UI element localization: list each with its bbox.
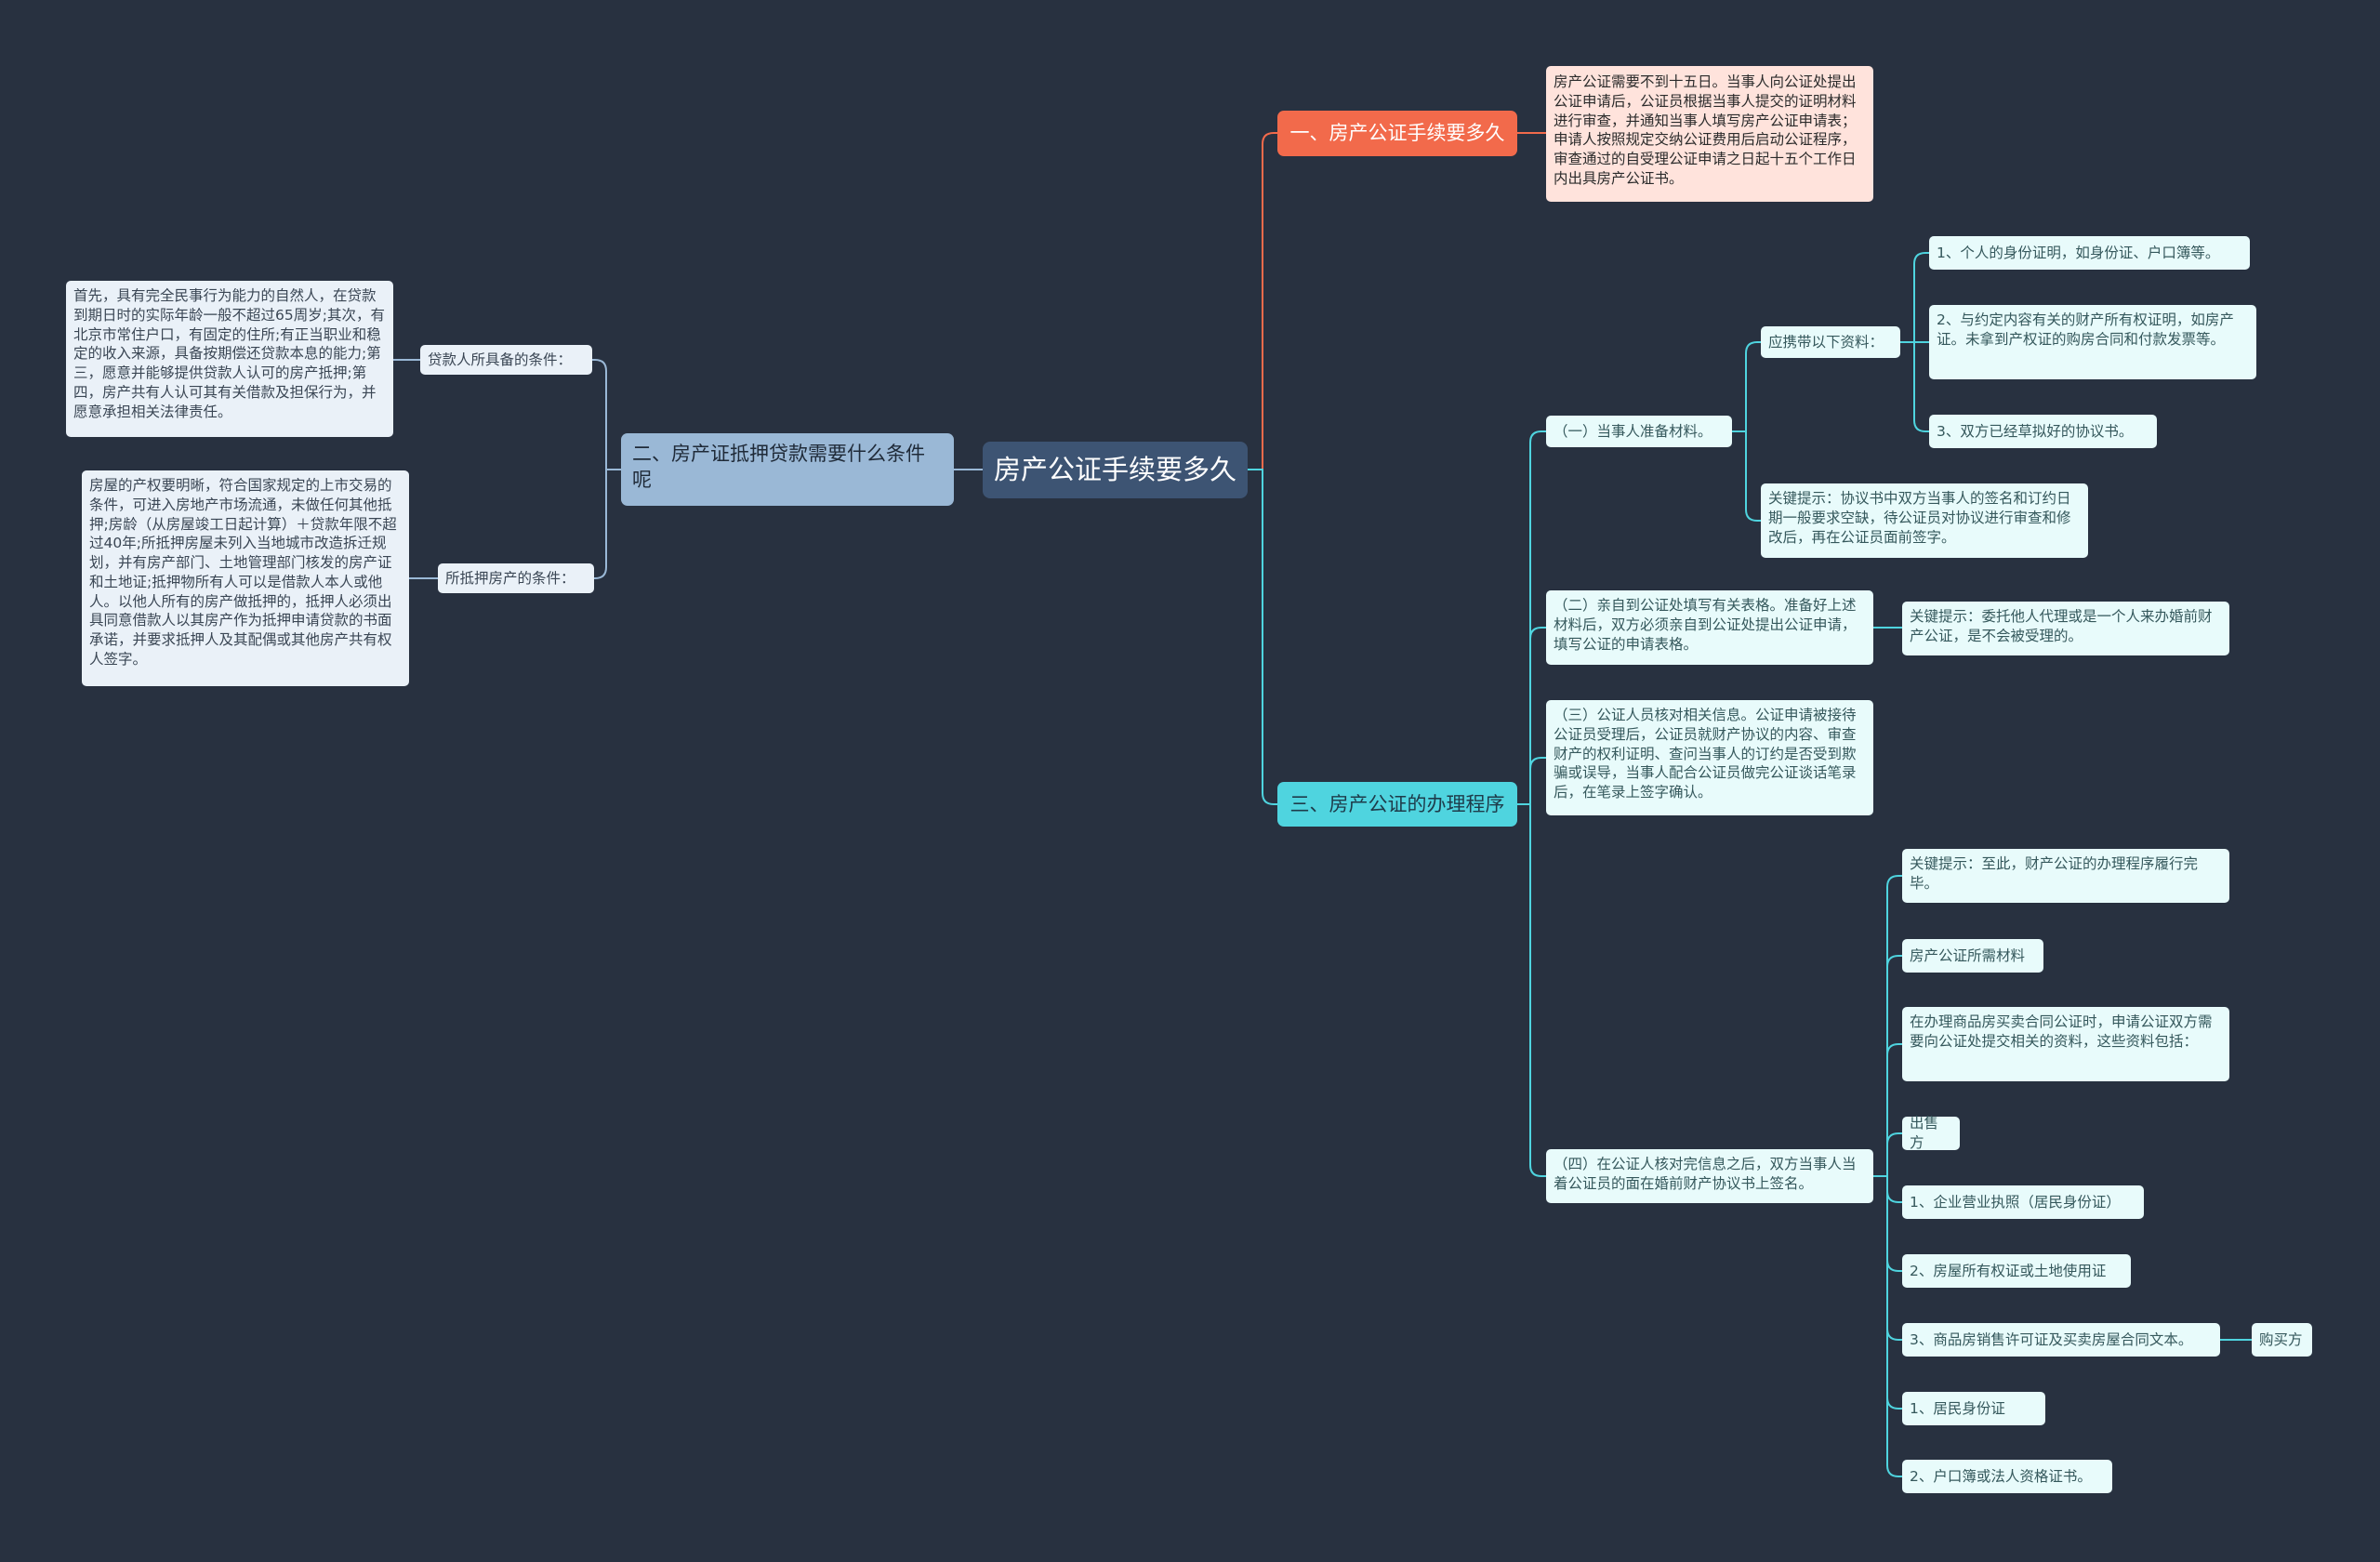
branch-procedure[interactable]: 三、房产公证的办理程序 bbox=[1277, 782, 1517, 827]
buyer-household-cert[interactable]: 2、户口簿或法人资格证书。 bbox=[1902, 1460, 2112, 1493]
required-materials[interactable]: 房产公证所需材料 bbox=[1902, 939, 2043, 973]
wire-step4 bbox=[1517, 803, 1546, 1177]
wire-step4-item-4 bbox=[1873, 1132, 1902, 1177]
branch-duration[interactable]: 一、房产公证手续要多久 bbox=[1277, 111, 1517, 156]
step4-sign-agreement[interactable]: （四）在公证人核对完信息之后，双方当事人当着公证员的面在婚前财产协议书上签名。 bbox=[1546, 1149, 1873, 1203]
step1-key-tip[interactable]: 关键提示：协议书中双方当事人的签名和订约日期一般要求空缺，待公证员对协议进行审查… bbox=[1761, 483, 2088, 558]
wire-step4-item-3 bbox=[1873, 1043, 1902, 1177]
seller-business-license[interactable]: 1、企业营业执照（居民身份证） bbox=[1902, 1185, 2144, 1219]
branch-duration-label: 一、房产公证手续要多久 bbox=[1289, 122, 1505, 145]
borrower-conditions-label[interactable]: 贷款人所具备的条件： bbox=[420, 345, 592, 375]
wire-root-branch1 bbox=[1248, 132, 1277, 470]
wire-branch2-property bbox=[594, 469, 621, 579]
wire-branch2-borrower bbox=[592, 359, 621, 470]
step2-key-tip[interactable]: 关键提示：委托他人代理或是一个人来办婚前财产公证，是不会被受理的。 bbox=[1902, 602, 2229, 655]
borrower-conditions-detail[interactable]: 首先，具有完全民事行为能力的自然人，在贷款到期日时的实际年龄一般不超过65周岁;… bbox=[66, 281, 393, 437]
branch-procedure-label: 三、房产公证的办理程序 bbox=[1289, 792, 1505, 815]
wire-root-branch3 bbox=[1248, 469, 1277, 805]
seller-sales-permit[interactable]: 3、商品房销售许可证及买卖房屋合同文本。 bbox=[1902, 1323, 2220, 1357]
property-conditions-detail[interactable]: 房屋的产权要明晰，符合国家规定的上市交易的条件，可进入房地产市场流通，未做任何其… bbox=[82, 470, 409, 686]
property-conditions-label[interactable]: 所抵押房产的条件： bbox=[438, 563, 594, 593]
step2-fill-forms[interactable]: （二）亲自到公证处填写有关表格。准备好上述材料后，双方必须亲自到公证处提出公证申… bbox=[1546, 590, 1873, 665]
step4-key-tip[interactable]: 关键提示：至此，财产公证的办理程序履行完毕。 bbox=[1902, 849, 2229, 903]
wire-step4-item-2 bbox=[1873, 955, 1902, 1177]
carry-item-agreement[interactable]: 3、双方已经草拟好的协议书。 bbox=[1929, 415, 2157, 448]
duration-note-text: 房产公证需要不到十五日。当事人向公证处提出公证申请后，公证员根据当事人提交的证明… bbox=[1554, 73, 1857, 187]
branch-mortgage-conditions[interactable]: 二、房产证抵押贷款需要什么条件呢 bbox=[621, 433, 954, 506]
root-topic-label: 房产公证手续要多久 bbox=[993, 454, 1236, 486]
carry-item-id[interactable]: 1、个人的身份证明，如身份证、户口簿等。 bbox=[1929, 236, 2250, 270]
wire-step1-tip bbox=[1732, 430, 1761, 522]
wire-carry-item1 bbox=[1900, 252, 1929, 343]
buyer-id-card[interactable]: 1、居民身份证 bbox=[1902, 1392, 2045, 1425]
duration-note[interactable]: 房产公证需要不到十五日。当事人向公证处提出公证申请后，公证员根据当事人提交的证明… bbox=[1546, 66, 1873, 202]
wire-step2 bbox=[1517, 627, 1546, 805]
wire-step1-carry bbox=[1732, 341, 1761, 432]
step3-verify-info[interactable]: （三）公证人员核对相关信息。公证申请被接待公证员受理后，公证员就财产协议的内容、… bbox=[1546, 700, 1873, 815]
wire-step4-item-9 bbox=[1873, 1175, 1902, 1477]
root-topic[interactable]: 房产公证手续要多久 bbox=[983, 442, 1248, 498]
wire-step3 bbox=[1517, 757, 1546, 805]
step1-prepare-materials[interactable]: （一）当事人准备材料。 bbox=[1546, 416, 1732, 447]
seller-ownership-cert[interactable]: 2、房屋所有权证或土地使用证 bbox=[1902, 1254, 2131, 1288]
wire-carry-item3 bbox=[1900, 341, 1929, 432]
contract-notarization-note[interactable]: 在办理商品房买卖合同公证时，申请公证双方需要向公证处提交相关的资料，这些资料包括… bbox=[1902, 1007, 2229, 1081]
wire-step1 bbox=[1517, 430, 1546, 805]
carry-item-property-proof[interactable]: 2、与约定内容有关的财产所有权证明，如房产证。未拿到产权证的购房合同和付款发票等… bbox=[1929, 305, 2256, 379]
buyer-label[interactable]: 购买方 bbox=[2252, 1323, 2312, 1357]
branch-mortgage-label: 二、房产证抵押贷款需要什么条件呢 bbox=[632, 443, 925, 492]
wire-step4-item-1 bbox=[1873, 875, 1902, 1177]
carry-materials-label[interactable]: 应携带以下资料： bbox=[1761, 326, 1900, 358]
seller-label[interactable]: 出售方 bbox=[1902, 1115, 1960, 1151]
